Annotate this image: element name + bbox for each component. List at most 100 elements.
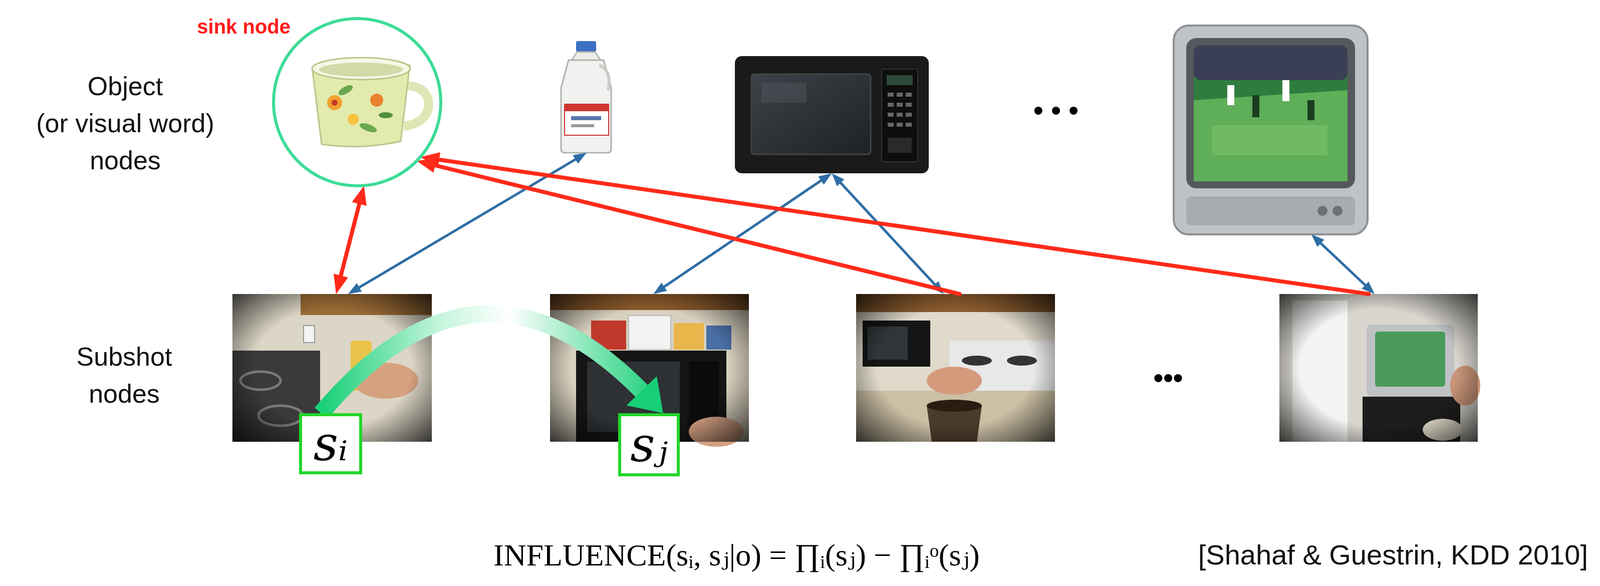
row-label: Object (or visual word) nodes: [36, 68, 214, 179]
milk-jug-picture-part: [564, 104, 609, 112]
microwave-picture-part: [887, 102, 894, 107]
tv-picture-part: [1193, 45, 1348, 81]
connector-line: [435, 159, 1369, 295]
milk-jug-picture-part: [571, 116, 602, 121]
tv-picture-part: [1317, 205, 1328, 216]
tv-picture-part: [1282, 80, 1290, 102]
subshot-picture: [856, 294, 1055, 442]
subshot-node: sⱼ: [550, 294, 749, 442]
microwave-picture-part: [887, 122, 894, 127]
microwave-picture-part: [761, 82, 807, 103]
tv-picture-part: [1307, 100, 1315, 121]
citation: [Shahaf & Guestrin, KDD 2010]: [1198, 538, 1588, 572]
microwave-picture-part: [905, 112, 912, 117]
subshot-picture-part: [856, 294, 1055, 442]
tv-picture-part: [1186, 38, 1356, 189]
ellipsis: •••: [1153, 362, 1184, 394]
connector-line: [1318, 241, 1368, 287]
subshot-label-box: sᵢ: [299, 413, 363, 475]
subshot-picture-part: [856, 294, 1055, 442]
arrow-head: [1311, 234, 1325, 247]
arrow-head: [573, 152, 587, 164]
tv-picture-part: [1332, 205, 1343, 216]
circle-outline: [272, 17, 443, 188]
node-heading: sink node: [196, 15, 291, 39]
sink-node-circle: sink node: [272, 17, 443, 188]
tv-picture-part: [1193, 90, 1348, 182]
microwave-picture-part: [905, 122, 912, 127]
arrow-head: [333, 273, 349, 295]
mug-picture-part: [403, 86, 429, 127]
circle-outline: [273, 18, 441, 186]
subshot-node: [1279, 294, 1478, 442]
microwave-picture-part: [896, 122, 903, 127]
blue-link: [1311, 234, 1375, 295]
mug-picture-part: [358, 121, 379, 134]
connector-line: [321, 314, 646, 414]
microwave-picture-part: [886, 75, 913, 86]
microwave-picture-part: [881, 69, 918, 162]
tv-picture-part: [1227, 85, 1235, 106]
mug-picture-part: [331, 99, 338, 106]
arrow-head: [818, 173, 832, 185]
subshot-label-box: sⱼ: [618, 413, 680, 477]
mug-picture-part: [312, 57, 411, 80]
tv-picture-part: [1252, 95, 1260, 118]
mug-picture-part: [327, 95, 343, 111]
influence-formula: INFLUENCE(sᵢ, sⱼ|o) = ∏ᵢ(sⱼ) − ∏ᵢᵒ(sⱼ): [493, 536, 980, 574]
milk-jug-picture-part: [576, 41, 597, 53]
microwave-picture-part: [887, 137, 912, 153]
mug-picture: [312, 57, 429, 147]
subshot-picture-part: [1279, 294, 1478, 442]
red-link: [333, 185, 367, 295]
row-label: Subshot nodes: [76, 338, 173, 413]
mug-picture-part: [319, 62, 404, 77]
microwave-picture-part: [751, 74, 871, 155]
milk-jug-picture-part: [571, 124, 595, 128]
arrow-head: [653, 282, 667, 295]
microwave-picture-part: [887, 112, 894, 117]
object-node: [734, 56, 929, 174]
mug-picture-part: [347, 113, 359, 125]
connector-line: [340, 200, 361, 280]
arrow-head: [626, 376, 664, 414]
arrow-head: [832, 173, 845, 187]
node-label: sⱼ: [630, 420, 668, 469]
tv-picture-part: [1212, 125, 1328, 156]
milk-jug-picture-part: [561, 60, 612, 153]
microwave-picture-part: [734, 56, 929, 174]
ellipsis: • • •: [1033, 94, 1079, 126]
milk-jug-picture-part: [599, 65, 610, 91]
microwave-picture-part: [905, 102, 912, 107]
node-label: sᵢ: [313, 419, 349, 468]
tv-picture: [1173, 25, 1368, 235]
tv-picture-part: [1173, 25, 1368, 235]
subshot-node: sᵢ: [232, 294, 432, 442]
red-link: [420, 152, 1369, 295]
mug-picture-part: [370, 93, 384, 107]
blue-link: [653, 173, 832, 295]
microwave-picture-part: [887, 92, 894, 97]
tv-picture-part: [1186, 196, 1356, 226]
mug-picture-part: [378, 112, 393, 119]
mug-picture-part: [337, 83, 355, 98]
subshot-node: [856, 294, 1055, 442]
influence-arrow: [321, 314, 664, 414]
microwave-picture-part: [896, 92, 903, 97]
arrow-head: [348, 283, 362, 295]
object-node: [1173, 25, 1368, 235]
subshot-picture-part: [1279, 294, 1478, 442]
milk-jug-picture: [561, 41, 612, 153]
red-link: [416, 158, 960, 295]
object-node: [561, 41, 613, 153]
milk-jug-picture-part: [564, 104, 609, 136]
connector-line: [431, 164, 960, 295]
tv-picture-part: [1193, 45, 1348, 182]
arrow-head: [352, 185, 367, 206]
microwave-picture-part: [905, 92, 912, 97]
microwave-picture: [734, 56, 929, 174]
connector-line: [839, 180, 937, 287]
microwave-picture-part: [896, 112, 903, 117]
